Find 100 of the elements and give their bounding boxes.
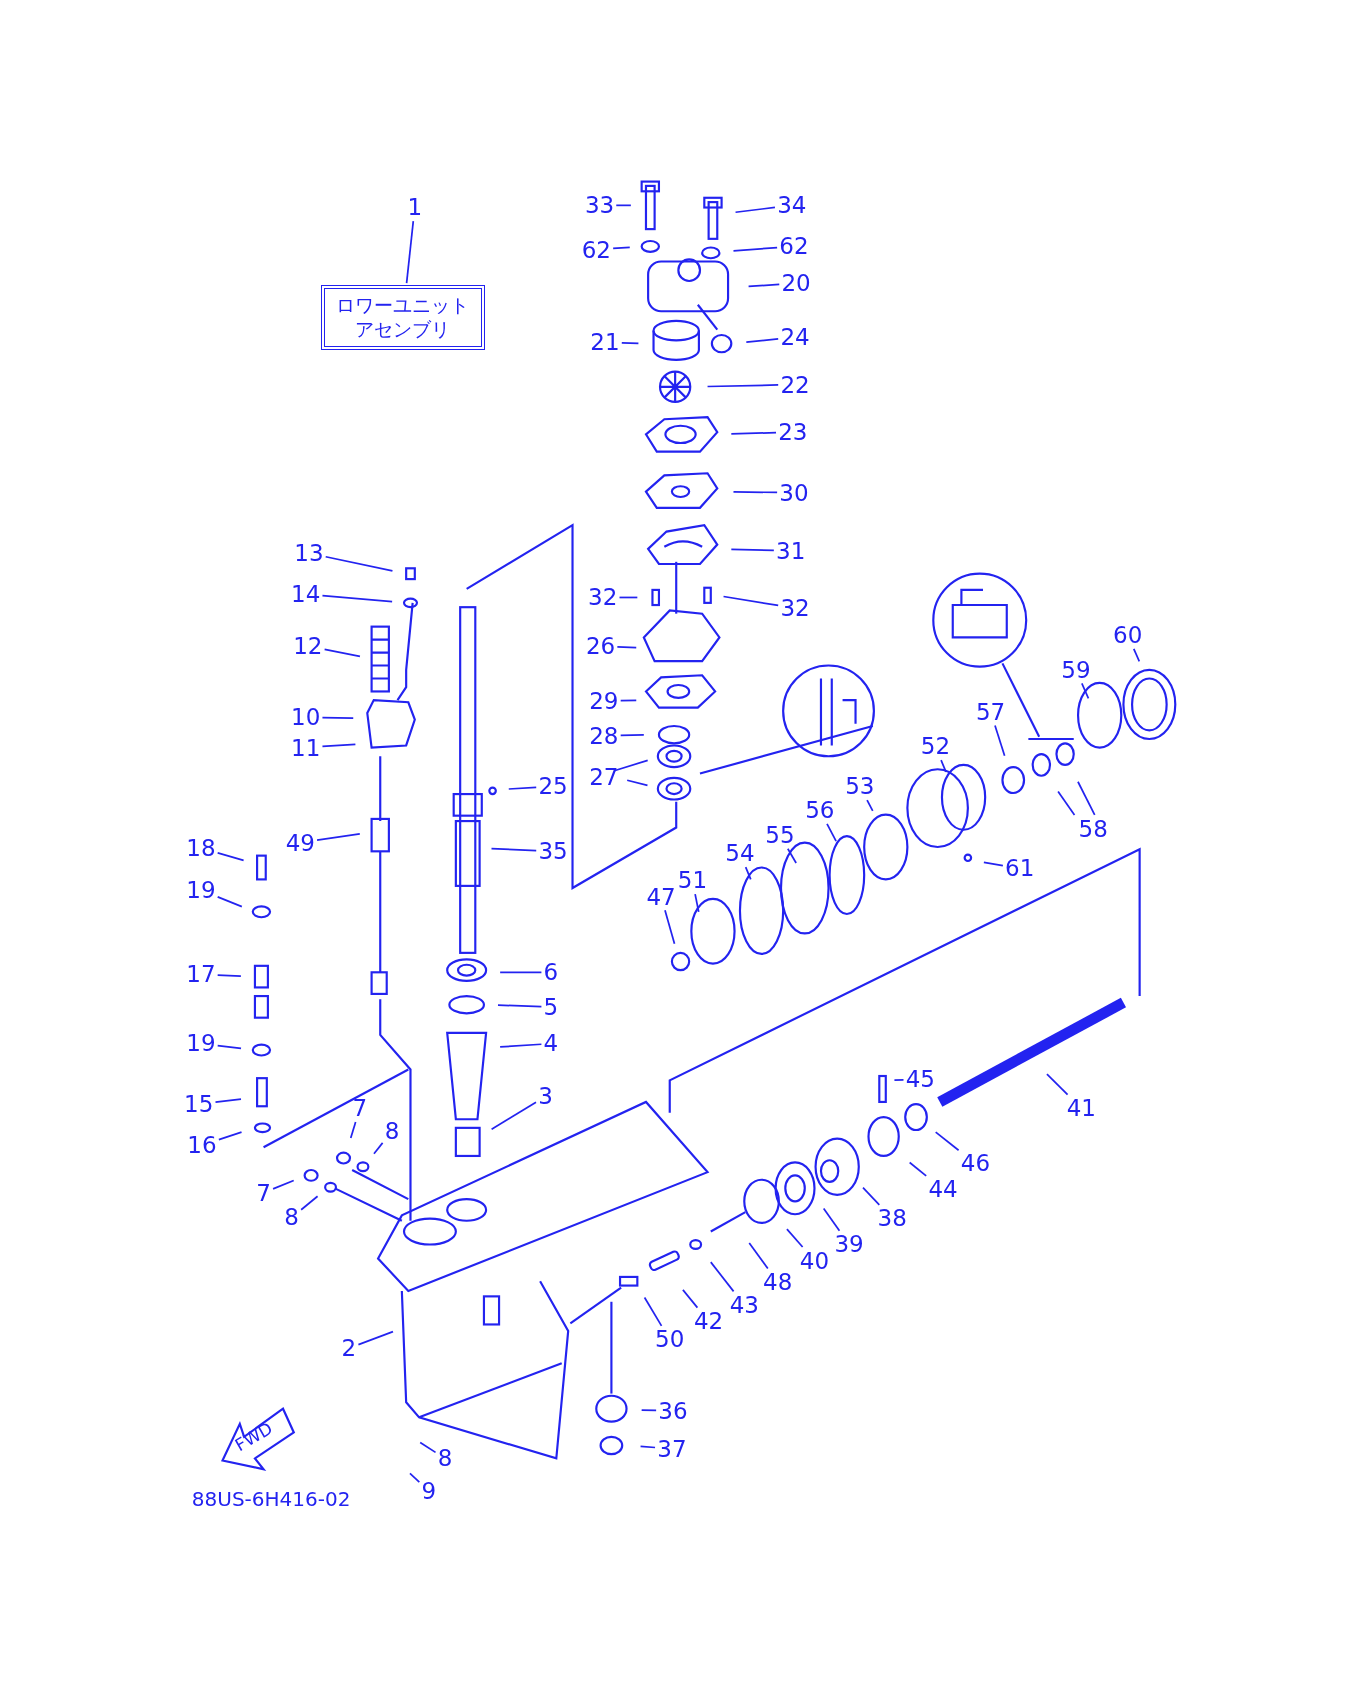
leader-line (866, 799, 874, 812)
callout-number: 32 (780, 596, 810, 620)
leader-line (908, 1161, 928, 1177)
leader-line (786, 1228, 804, 1248)
leader-line (893, 1078, 905, 1081)
leader-line (616, 645, 638, 649)
callout-number: 15 (184, 1092, 214, 1116)
callout-number: 52 (920, 734, 951, 758)
callout-number: 9 (421, 1479, 437, 1503)
leader-line (321, 716, 355, 720)
callout-number: 54 (725, 841, 755, 865)
part-code: 88US-6H416-02 (191, 1489, 351, 1510)
callout-number: 3 (538, 1084, 553, 1108)
leader-line (822, 1207, 841, 1232)
callout-number: 43 (729, 1293, 759, 1317)
callout-number: 42 (694, 1309, 724, 1333)
callout-number: 61 (1005, 857, 1035, 880)
leader-line (373, 1142, 384, 1155)
leader-line (216, 1044, 242, 1050)
callout-number: 34 (777, 193, 807, 217)
callout-number: 56 (805, 798, 835, 822)
leader-line (349, 1121, 357, 1139)
callout-number: 47 (646, 885, 676, 909)
callout-number: 60 (1113, 623, 1143, 647)
callout-number: 8 (437, 1446, 453, 1470)
leader-line (983, 861, 1004, 867)
callout-number: 59 (1061, 658, 1091, 682)
callout-number: 44 (928, 1177, 958, 1201)
callout-number: 48 (763, 1270, 793, 1294)
callout-number: 12 (293, 634, 323, 658)
callout-number: 55 (765, 823, 795, 847)
leader-line (214, 1098, 242, 1103)
leader-line (640, 1409, 657, 1412)
leader-line (1132, 648, 1141, 663)
callout-number: 30 (779, 481, 809, 505)
leader-line (694, 893, 700, 913)
callout-number: 35 (538, 839, 568, 863)
leader-line (745, 338, 780, 344)
callout-number: 2 (341, 1336, 357, 1360)
callout-number: 6 (543, 960, 559, 984)
callout-number: 13 (294, 541, 324, 565)
leader-line (419, 1441, 437, 1454)
leader-line (499, 971, 543, 974)
callout-number: 5 (543, 995, 559, 1019)
callout-number: 31 (776, 539, 806, 563)
leader-line (862, 1186, 881, 1206)
leader-line (994, 724, 1006, 757)
callout-number: 23 (778, 420, 808, 444)
leader-line (732, 246, 778, 252)
callout-number: 16 (187, 1133, 217, 1157)
leader-line (730, 548, 775, 552)
leader-line (626, 779, 649, 787)
callout-number: 22 (780, 373, 810, 397)
callout-number: 37 (657, 1437, 687, 1461)
leader-line (324, 555, 394, 572)
leader-line (1057, 790, 1076, 816)
leader-line (497, 1004, 543, 1008)
leader-line (744, 866, 752, 881)
callout-number: 62 (779, 234, 809, 258)
callout-number: 32 (588, 585, 618, 609)
callout-number: 24 (780, 325, 810, 349)
callout-number: 26 (585, 634, 616, 658)
leader-line (722, 595, 780, 607)
leader-line (405, 220, 415, 284)
callout-number: 19 (186, 1032, 216, 1055)
leader-line (618, 596, 639, 599)
leader-line (639, 1445, 656, 1449)
callout-number: 21 (590, 330, 620, 354)
leader-line (216, 974, 242, 977)
callout-number: 27 (589, 765, 619, 789)
callout-number: 46 (960, 1151, 991, 1175)
callout-number: 38 (877, 1207, 907, 1230)
leader-line (357, 1330, 394, 1346)
leader-line (490, 847, 538, 852)
leader-line (732, 490, 778, 494)
leader-line (612, 246, 631, 250)
direction-label: FWD (232, 1419, 276, 1454)
callout-number: 49 (285, 831, 315, 855)
callout-number: 25 (538, 774, 568, 798)
leader-line (323, 648, 361, 658)
leader-line (826, 823, 837, 842)
callout-number: 7 (352, 1096, 367, 1120)
leader-line (218, 1131, 243, 1141)
leader-line (499, 1043, 543, 1048)
leader-line (1080, 682, 1090, 700)
leader-line (682, 1289, 699, 1309)
part-name-box: ロワーユニットアセンブリ (320, 285, 485, 350)
callout-number: 29 (589, 689, 619, 713)
leader-line (709, 1261, 735, 1293)
leader-line (321, 594, 393, 603)
callout-number: 18 (186, 836, 216, 860)
leader-line (643, 1296, 663, 1327)
leader-line (507, 786, 538, 790)
leader-line (321, 743, 357, 748)
callout-number: 53 (845, 774, 875, 798)
callout-number: 50 (655, 1327, 685, 1351)
callout-number: 20 (781, 271, 811, 295)
callout-number: 33 (584, 193, 615, 217)
callout-number: 7 (256, 1181, 271, 1205)
leader-line (216, 896, 243, 908)
